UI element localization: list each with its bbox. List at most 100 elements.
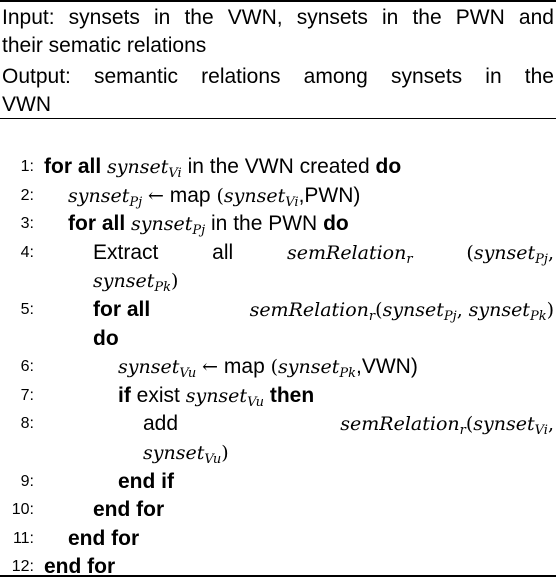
- input-spec: Input: synsets in the VWN, synsets in th…: [2, 4, 554, 60]
- input-word: in: [153, 6, 171, 29]
- algo-line-8-cont: synsetVu): [0, 438, 556, 468]
- map-function: map: [223, 355, 265, 379]
- open-paren: (: [465, 413, 474, 436]
- math-subscript: Vu: [204, 452, 222, 467]
- algo-line-7: 7: if exist synsetVu then: [0, 381, 556, 411]
- close-paren: ): [546, 299, 554, 321]
- keyword-if: if: [118, 383, 131, 407]
- math-subscript: Pj: [129, 194, 143, 210]
- math-var: synset: [68, 184, 130, 207]
- close-paren: ): [170, 270, 179, 293]
- input-word: PWN: [455, 6, 505, 29]
- keyword-for-all: for all: [68, 212, 126, 236]
- algo-line-11: 11: end for: [0, 524, 556, 554]
- line-number: 9:: [20, 472, 34, 490]
- math-subscript: Vu: [247, 394, 264, 410]
- math-subscript: Vi: [534, 423, 548, 439]
- math-subscript: Pk: [154, 280, 171, 296]
- input-word: and: [518, 6, 554, 29]
- math-var: synset: [143, 442, 205, 464]
- algo-line-3: 3: for all synsetPj in the PWN do: [0, 209, 556, 239]
- line-text: in the VWN created: [187, 155, 370, 178]
- math-subscript: Pj: [443, 309, 457, 324]
- line-text: in the PWN: [211, 212, 318, 236]
- math-var: synset: [278, 356, 340, 379]
- keyword-then: then: [269, 383, 315, 407]
- math-var: synset: [473, 241, 536, 264]
- input-word: VWN,: [227, 6, 283, 29]
- keyword-end-if: end if: [118, 469, 174, 493]
- output-word: the: [524, 65, 554, 88]
- output-line-2: VWN: [2, 93, 51, 116]
- math-subscript: Pk: [529, 309, 547, 324]
- line-number: 2:: [20, 186, 34, 204]
- output-line-1: Output: semantic relations among synsets…: [2, 63, 554, 91]
- line-number: 10:: [11, 501, 34, 519]
- keyword-end-for: end for: [93, 498, 165, 522]
- line-number: 3:: [20, 215, 34, 233]
- algo-line-2: 2: synsetPj ← map (synsetVi,PWN): [0, 181, 556, 211]
- input-line-2: their sematic relations: [2, 34, 207, 57]
- algo-line-4-cont: synsetPk): [0, 266, 556, 296]
- bottom-rule: [0, 575, 556, 577]
- keyword-for-all: for all: [44, 155, 102, 178]
- algo-line-9: 9: end if: [0, 467, 556, 497]
- math-var: synset: [107, 156, 169, 178]
- input-word: synsets: [68, 6, 140, 29]
- output-word: relations: [201, 65, 281, 88]
- math-var: synset: [473, 413, 535, 436]
- input-word: the: [412, 6, 442, 29]
- math-subscript: Vu: [179, 366, 197, 382]
- line-number: 12:: [11, 558, 34, 576]
- keyword-end-for: end for: [68, 526, 140, 550]
- open-paren: (: [375, 299, 383, 321]
- math-subscript: r: [406, 251, 413, 267]
- math-subscript: Vi: [168, 166, 182, 181]
- input-word: Input:: [2, 6, 55, 29]
- algo-line-8: 8: add semRelationr(synsetVi,: [0, 409, 556, 439]
- line-number: 8:: [20, 415, 34, 433]
- line-number: 4:: [20, 243, 34, 261]
- math-var: synset: [118, 356, 180, 379]
- keyword-end-for: end for: [44, 555, 116, 579]
- keyword-do: do: [93, 326, 119, 350]
- output-word: semantic: [94, 65, 179, 88]
- top-rule: [0, 0, 556, 2]
- math-var: synset: [468, 299, 530, 321]
- open-paren: (: [216, 184, 224, 207]
- map-function: map: [169, 183, 211, 207]
- open-paren: (: [466, 241, 474, 264]
- output-spec: Output: semantic relations among synsets…: [2, 63, 554, 119]
- math-subscript: Pj: [535, 251, 548, 267]
- math-var: synset: [185, 384, 248, 407]
- input-word: synsets: [296, 6, 368, 29]
- line-number: 6:: [20, 358, 34, 376]
- keyword-for-all: for all: [93, 298, 151, 321]
- close-paren: ): [221, 442, 229, 464]
- line-number: 5:: [20, 301, 34, 318]
- math-var: synset: [93, 270, 155, 293]
- comma: ,: [547, 241, 554, 264]
- map-arg: ,PWN): [298, 183, 361, 207]
- line-number: 11:: [12, 529, 34, 547]
- math-relation: semRelation: [249, 299, 369, 321]
- math-var: synset: [223, 184, 286, 207]
- math-subscript: r: [459, 423, 466, 439]
- input-line-1: Input: synsets in the VWN, synsets in th…: [2, 4, 554, 32]
- math-subscript: Vi: [285, 194, 299, 210]
- algo-line-5: 5: for all semRelationr(synsetPj, synset…: [0, 295, 556, 325]
- math-subscript: r: [368, 309, 376, 324]
- comma: ,: [547, 413, 554, 436]
- keyword-do: do: [323, 212, 349, 236]
- input-word: in: [382, 6, 399, 29]
- header-separator: [0, 118, 556, 119]
- add-word: add: [143, 412, 179, 436]
- algo-line-6: 6: synsetVu ← map (synsetPk,VWN): [0, 352, 556, 382]
- line-number: 7:: [20, 386, 34, 404]
- algo-line-1: 1: for all synsetVi in the VWN created d…: [0, 152, 556, 182]
- output-word: among: [303, 65, 368, 88]
- algo-line-4: 4: Extract all semRelationr (synsetPj,: [0, 238, 556, 268]
- exist-word: exist: [136, 383, 180, 407]
- output-word: synsets: [390, 65, 463, 88]
- keyword-do: do: [375, 155, 402, 178]
